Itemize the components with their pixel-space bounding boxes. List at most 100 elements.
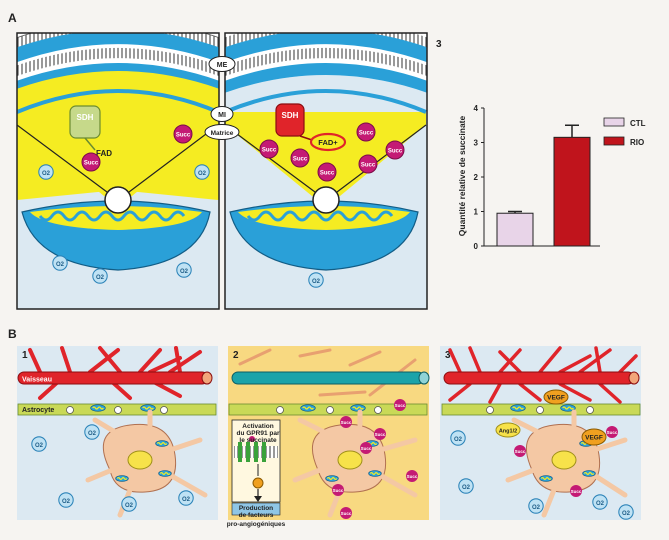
svg-text:Succ: Succ xyxy=(361,163,376,169)
retina-panel-revascularization: 3 VEGF xyxy=(440,346,641,520)
svg-text:O2: O2 xyxy=(312,279,321,285)
succ-molecule: Succ xyxy=(360,442,372,454)
svg-text:O2: O2 xyxy=(56,262,65,268)
svg-text:Succ: Succ xyxy=(607,430,618,435)
svg-text:Succ: Succ xyxy=(361,446,372,451)
svg-text:VEGF: VEGF xyxy=(585,435,603,442)
svg-text:Succ: Succ xyxy=(395,403,406,408)
svg-text:SDH: SDH xyxy=(282,111,299,120)
chart-tick-label: 4 xyxy=(474,104,479,113)
legend-swatch-rio xyxy=(603,136,625,146)
svg-text:O2: O2 xyxy=(596,501,605,507)
succ-molecule: Succ xyxy=(385,140,405,160)
svg-text:MI: MI xyxy=(218,112,226,119)
svg-text:Succ: Succ xyxy=(320,171,335,177)
svg-text:O2: O2 xyxy=(88,431,97,437)
svg-text:O2: O2 xyxy=(42,171,51,177)
mi-label: MI xyxy=(210,106,234,122)
succ-molecule: Succ xyxy=(356,122,376,142)
legend-label-rio: RIO xyxy=(630,138,644,147)
succ-molecule: Succ xyxy=(332,484,344,496)
svg-text:SDH: SDH xyxy=(77,113,94,122)
succ-molecule: Succ xyxy=(606,426,618,438)
vaisseau-label: Vaisseau xyxy=(22,377,52,384)
svg-text:Matrice: Matrice xyxy=(211,130,234,137)
svg-text:O2: O2 xyxy=(125,503,134,509)
succ-molecule: Succ xyxy=(317,162,337,182)
svg-text:3: 3 xyxy=(445,350,451,361)
mitochondrion-a2 xyxy=(224,124,427,271)
neuron-b3 xyxy=(505,409,628,518)
neuron-b1 xyxy=(85,409,208,518)
succ-molecule: Succ xyxy=(374,428,386,440)
o2-molecule: O2 xyxy=(52,255,68,271)
o2-molecule: O2 xyxy=(58,492,74,508)
chart-tick-label: 2 xyxy=(474,173,479,182)
svg-text:Succ: Succ xyxy=(333,488,344,493)
succ-molecule: Succ xyxy=(394,399,406,411)
panel-b-label: B xyxy=(8,327,17,341)
o2-molecule: O2 xyxy=(528,498,544,514)
legend-swatch-ctl xyxy=(603,117,625,127)
mitochondrion-a1 xyxy=(16,124,219,271)
chart-bar-ctl xyxy=(496,212,534,247)
o2-molecule: O2 xyxy=(618,504,634,520)
o2-molecule: O2 xyxy=(308,272,324,288)
svg-text:2: 2 xyxy=(233,350,239,361)
svg-text:Succ: Succ xyxy=(262,148,277,154)
retina-panel-normal: 1 Vaisseau Astrocyte O xyxy=(17,346,218,520)
succ-molecule: Succ xyxy=(406,470,418,482)
svg-text:O2: O2 xyxy=(182,497,191,503)
panel-a2-frame xyxy=(224,32,428,310)
chart-ylabel: Quantité relative de succinate xyxy=(457,116,467,237)
succ-molecule: Succ xyxy=(173,124,193,144)
svg-text:ME: ME xyxy=(217,62,228,69)
o2-molecule: O2 xyxy=(38,164,54,180)
sdh-enzyme-a2: SDH FAD+ xyxy=(275,103,347,152)
o2-molecule: O2 xyxy=(178,490,194,506)
chart-tick-label: 1 xyxy=(474,208,479,217)
svg-text:Succ: Succ xyxy=(84,161,99,167)
svg-text:Succ: Succ xyxy=(571,489,582,494)
svg-text:Succ: Succ xyxy=(375,432,386,437)
svg-text:Succ: Succ xyxy=(176,133,191,139)
o2-molecule: O2 xyxy=(92,268,108,284)
fad-plus-label: FAD+ xyxy=(318,138,338,147)
succ-molecule: Succ xyxy=(340,507,352,519)
sdh-enzyme-a1: SDH FAD xyxy=(69,105,112,158)
svg-text:O2: O2 xyxy=(462,485,471,491)
svg-text:Succ: Succ xyxy=(341,511,352,516)
mitochondria-panel-ischemic xyxy=(225,33,427,309)
succ-molecule: Succ xyxy=(358,154,378,174)
svg-text:Succ: Succ xyxy=(515,449,526,454)
o2-molecule: O2 xyxy=(450,430,466,446)
svg-text:Ang1/2: Ang1/2 xyxy=(499,429,517,435)
legend-label-ctl: CTL xyxy=(630,119,646,128)
svg-text:O2: O2 xyxy=(35,443,44,449)
svg-text:Succ: Succ xyxy=(407,474,418,479)
fad-label: FAD xyxy=(96,149,112,158)
succ-molecule: Succ xyxy=(259,139,279,159)
svg-text:O2: O2 xyxy=(62,499,71,505)
succ-molecule: Succ xyxy=(570,485,582,497)
astrocyte-label: Astrocyte xyxy=(22,407,54,414)
o2-molecule: O2 xyxy=(458,478,474,494)
ang-factor: Ang1/2 xyxy=(495,422,521,438)
chart-legend: CTL RIO xyxy=(603,117,646,147)
svg-text:Succ: Succ xyxy=(359,131,374,137)
o2-molecule: O2 xyxy=(31,436,47,452)
o2-molecule: O2 xyxy=(194,164,210,180)
svg-text:O2: O2 xyxy=(454,437,463,443)
chart-tick-label: 0 xyxy=(474,242,479,251)
panel-a1-frame xyxy=(16,32,220,310)
svg-text:Succ: Succ xyxy=(388,149,403,155)
panel-a-label: A xyxy=(8,11,17,25)
svg-text:O2: O2 xyxy=(532,505,541,511)
svg-text:O2: O2 xyxy=(96,275,105,281)
succ-molecule: Succ xyxy=(340,416,352,428)
